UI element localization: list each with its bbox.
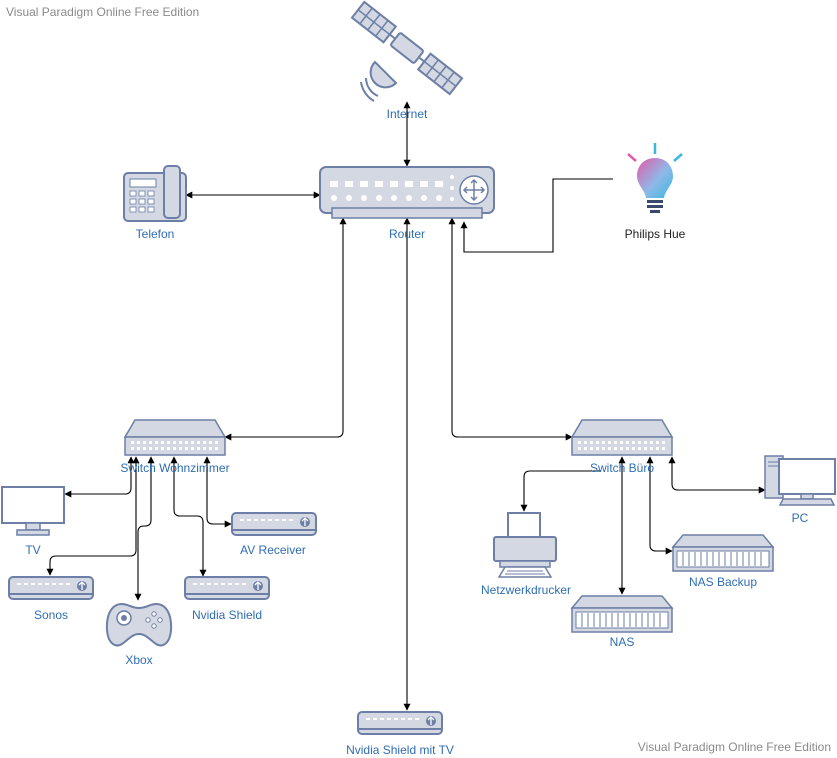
label-av-receiver: AV Receiver — [240, 543, 306, 557]
node-philips-hue[interactable]: Philips Hue — [625, 143, 686, 241]
label-tv: TV — [25, 543, 40, 557]
edge-switch-buero-nas-backup — [646, 456, 673, 555]
printer-icon — [493, 512, 557, 578]
node-tv[interactable]: TV — [1, 486, 65, 557]
node-internet[interactable]: Internet — [350, 0, 464, 121]
label-nvidia-shield-mit-tv: Nvidia Shield mit TV — [346, 743, 454, 757]
satellite-dish-icon — [360, 60, 398, 102]
label-xbox: Xbox — [125, 653, 152, 667]
node-nas-backup[interactable]: NAS Backup — [672, 534, 774, 589]
edge-switch-buero-drucker — [520, 470, 601, 512]
watermark-bottom: Visual Paradigm Online Free Edition — [637, 740, 831, 754]
node-switch-wohnzimmer[interactable]: Switch Wohnzimmer — [120, 419, 230, 475]
edge-switch-wz-xbox — [134, 456, 155, 601]
edge-switch-wz-nvidia-shield — [170, 456, 207, 577]
node-pc[interactable]: PC — [764, 455, 836, 525]
label-netzwerkdrucker: Netzwerkdrucker — [481, 583, 571, 597]
node-router[interactable]: Router — [319, 166, 495, 241]
label-nvidia-shield: Nvidia Shield — [192, 608, 262, 622]
edge-router-switch-buero — [448, 217, 573, 441]
node-sonos[interactable]: Sonos — [8, 576, 94, 622]
connections — [46, 101, 766, 711]
label-telefon: Telefon — [136, 227, 175, 241]
node-nvidia-shield-mit-tv[interactable]: Nvidia Shield mit TV — [346, 711, 454, 757]
node-xbox[interactable]: Xbox — [105, 602, 173, 667]
edge-switch-wz-av-receiver — [203, 456, 232, 528]
network-switch-icon — [124, 419, 226, 456]
desk-phone-icon — [123, 165, 187, 222]
media-box-icon — [231, 512, 317, 536]
server-rack-icon — [571, 595, 673, 633]
node-telefon[interactable]: Telefon — [123, 165, 187, 241]
label-switch-wohnzimmer: Switch Wohnzimmer — [120, 461, 229, 475]
label-internet: Internet — [387, 107, 428, 121]
label-router: Router — [389, 227, 425, 241]
light-bulb-icon — [627, 143, 683, 213]
node-switch-buero[interactable]: Switch Büro — [571, 419, 673, 475]
monitor-icon — [1, 486, 65, 536]
label-sonos: Sonos — [34, 608, 68, 622]
label-philips-hue: Philips Hue — [625, 227, 686, 241]
satellite-icon — [350, 0, 464, 96]
edge-router-switch-wohnzimmer — [224, 217, 347, 441]
node-nvidia-shield[interactable]: Nvidia Shield — [184, 576, 270, 622]
desktop-pc-icon — [764, 455, 836, 506]
label-pc: PC — [792, 511, 809, 525]
node-av-receiver[interactable]: AV Receiver — [231, 512, 317, 557]
media-box-icon — [184, 576, 270, 600]
router-icon — [319, 166, 495, 219]
edge-switch-buero-pc — [668, 456, 766, 494]
label-switch-buero: Switch Büro — [590, 461, 654, 475]
label-nas: NAS — [610, 635, 635, 649]
gamepad-icon — [105, 602, 173, 647]
label-nas-backup: NAS Backup — [689, 575, 757, 589]
server-rack-icon — [672, 534, 774, 572]
media-box-icon — [357, 711, 443, 735]
network-switch-icon — [571, 419, 673, 456]
media-box-icon — [8, 576, 94, 600]
node-netzwerkdrucker[interactable]: Netzwerkdrucker — [481, 512, 571, 597]
node-nas[interactable]: NAS — [571, 595, 673, 649]
watermark-top: Visual Paradigm Online Free Edition — [6, 5, 200, 19]
